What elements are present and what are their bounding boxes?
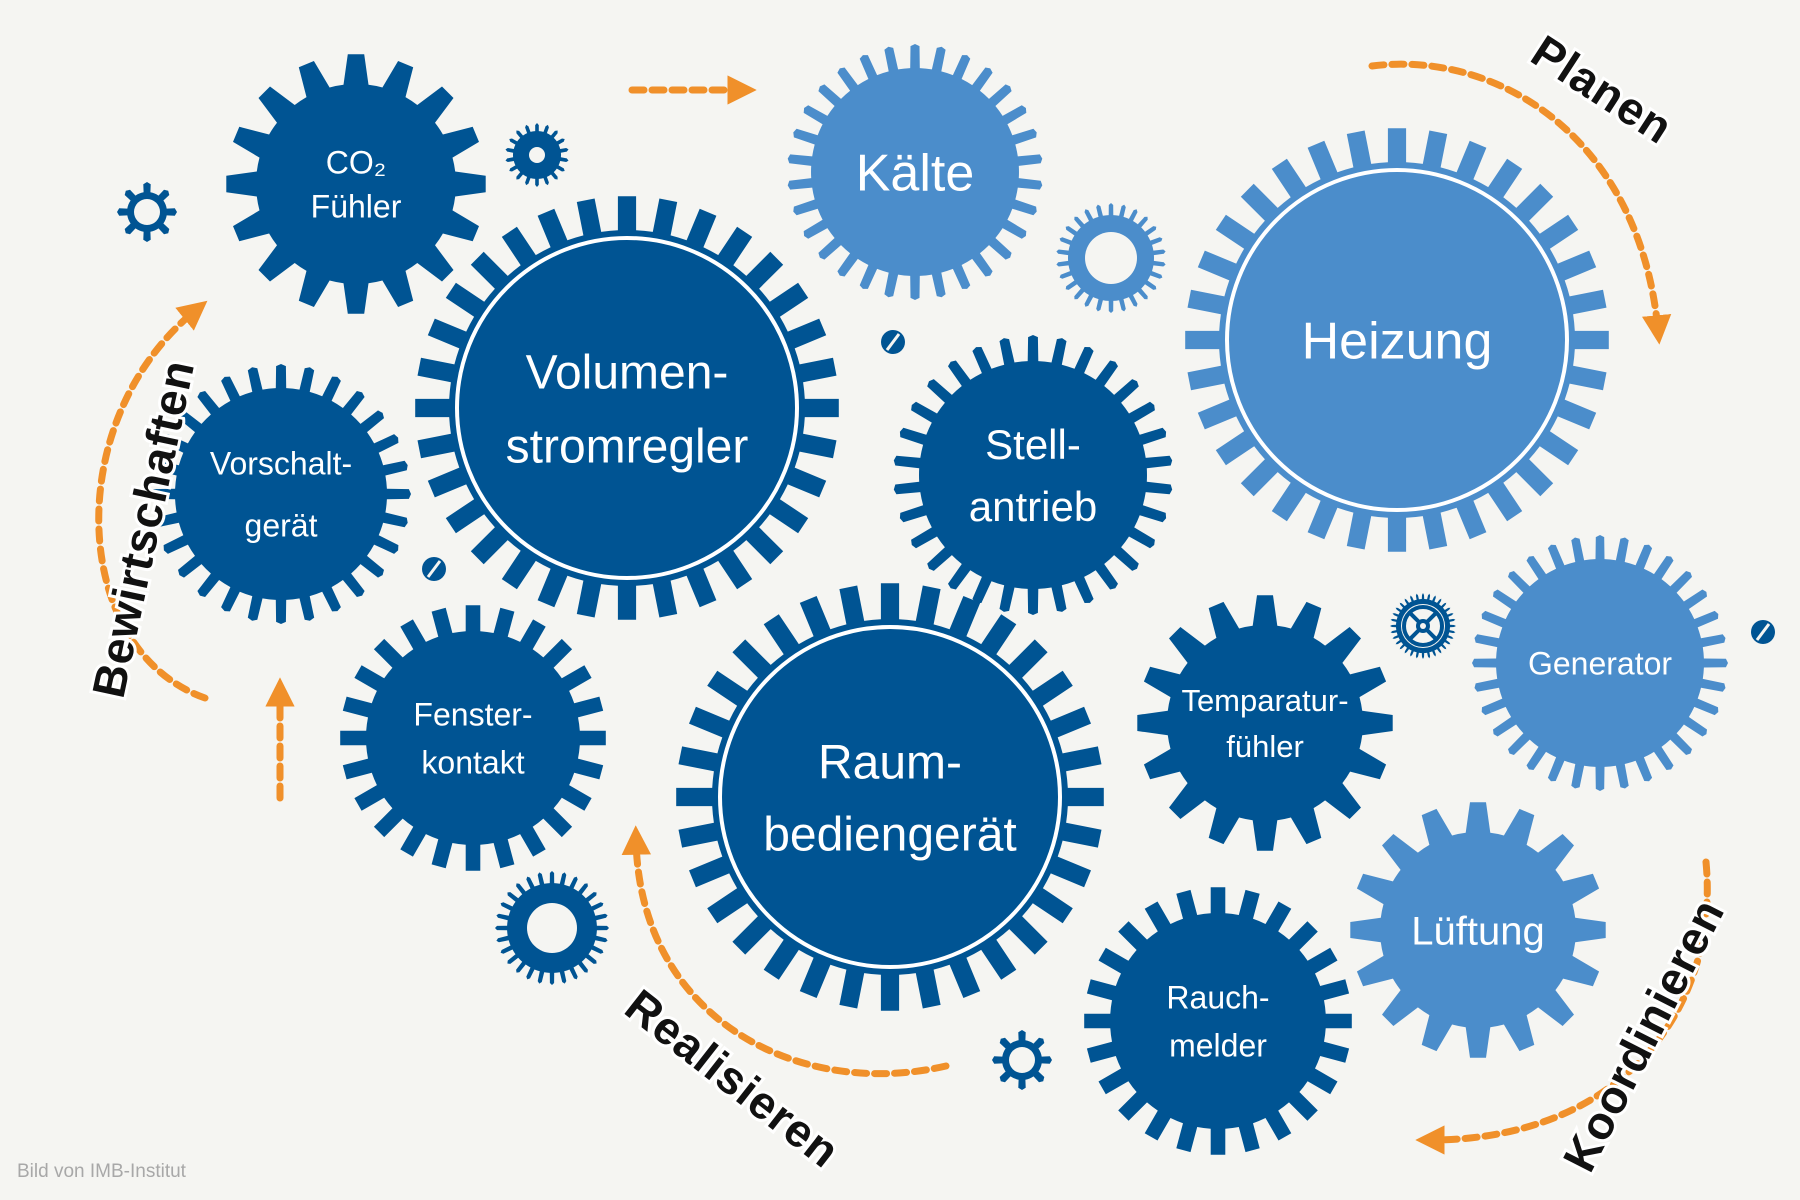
gear-label: Heizung [1302,313,1493,371]
gear-ring [455,236,799,580]
gear-temperaturfuehler: Temparatur-fühler [1137,595,1393,851]
gear-label: Fühler [311,189,402,225]
gear-label: Rauch- [1166,980,1269,1016]
gear-label: Temparatur- [1181,683,1348,718]
gear-shape [1472,535,1728,791]
gear-generator: Generator [1472,535,1728,791]
gear-label: Raum- [818,736,962,789]
gear-label: fühler [1226,729,1304,764]
gear-shape [1185,128,1609,552]
gear-label: bediengerät [763,808,1017,861]
gear-label: kontakt [421,745,524,781]
arrow-bewirtschaften [95,300,209,702]
gear-fensterkontakt: Fenster-kontakt [340,605,606,871]
gear-label: melder [1169,1028,1267,1064]
small-cog-left-icon [117,182,177,242]
screw-icon [1751,620,1775,644]
small-cog-light-icon [1056,203,1166,313]
gear-stellantrieb: Stell-antrieb [893,335,1173,615]
cycle-arrows [95,60,1711,1155]
gear-ring [718,625,1062,969]
gear-shape [340,605,606,871]
gear-label: CO₂ [326,145,386,181]
phase-label-planen: Planen [1523,25,1683,154]
gear-shape [226,54,486,314]
gear-co2-fuehler: CO₂ Fühler [226,54,486,314]
arrow-koordinieren [1415,858,1711,1155]
gear-label: Vorschalt- [210,446,352,482]
screw-icon [422,557,446,581]
gear-label: gerät [245,508,318,544]
gear-raumbediengeraet: Raum-bediengerät [676,583,1104,1011]
arrow-planen [1368,60,1672,345]
decorative-gears [117,123,1775,1090]
gear-kaelte: Kälte [787,44,1043,300]
screw-icon [881,330,905,354]
gear-label: stromregler [506,420,749,473]
gear-shape [893,335,1173,615]
phase-label-realisieren: Realisieren [616,979,850,1178]
gear-shape [787,44,1043,300]
small-cog-top-icon [505,123,569,187]
gear-vorschaltgeraet: Vorschalt-gerät [151,364,411,624]
gear-shape [1084,887,1352,1155]
gear-rauchmelder: Rauch-melder [1084,887,1352,1155]
gear-volumenstromregler: Volumen-stromregler [415,196,839,620]
gear-shape [415,196,839,620]
gear-label: Kälte [856,145,975,203]
gear-label: Volumen- [526,346,729,399]
gear-label: Stell- [985,421,1081,468]
arrow-realisieren [621,825,950,1078]
gear-shape [676,583,1104,1011]
image-credit: Bild von IMB-Institut [17,1161,186,1182]
gear-label: antrieb [969,483,1097,530]
gear-lueftung: Lüftung [1350,802,1606,1058]
gear-label: Fenster- [413,697,532,733]
gear-shape [1137,595,1393,851]
gear-label: Lüftung [1411,909,1544,953]
small-cog-wheel-icon [1390,593,1456,659]
small-cog-bottom-icon [992,1030,1052,1090]
component-gears: CO₂FühlerVorschalt-gerätVolumen-stromreg… [151,44,1728,1155]
gear-shape [151,364,411,624]
gear-heizung: Heizung [1185,128,1609,552]
gear-shape [1350,802,1606,1058]
small-cog-bottom-left-icon [495,871,609,985]
gear-ring [1225,168,1569,512]
gear-label: Generator [1528,646,1672,682]
